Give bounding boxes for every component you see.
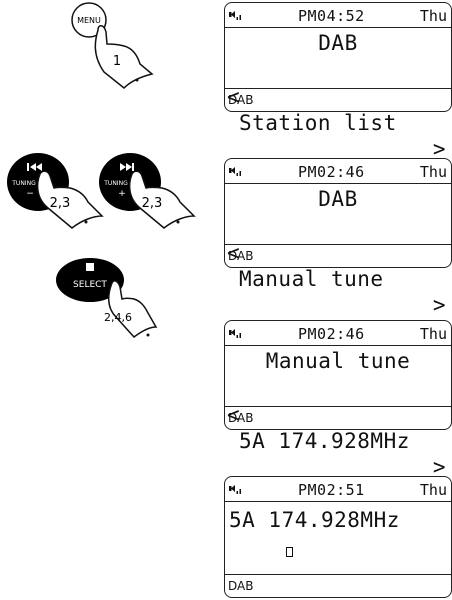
- tuning-next-step: 2,3: [142, 196, 163, 211]
- tuning-prev-label: TUNING: [11, 180, 36, 187]
- menu-button-illustration: MENU 1: [62, 0, 162, 95]
- screen-footer: DAB: [225, 406, 451, 429]
- screen-heading: DAB: [225, 186, 451, 212]
- pointing-hand-icon: [95, 26, 152, 88]
- select-step: 2,4,6: [104, 311, 132, 324]
- tuned-frequency-text: 5A 174.928MHz: [229, 507, 451, 533]
- select-button-label: SELECT: [73, 280, 107, 290]
- signal-strength-icon: [229, 9, 243, 21]
- clock-time: PM02:46: [298, 323, 365, 345]
- tuning-next-button-illustration: TUNING + 2,3: [92, 150, 202, 235]
- status-bar: PM02:46 Thu: [225, 161, 451, 184]
- svg-text:−: −: [26, 189, 34, 199]
- lcd-screen-tuned-frequency: PM02:51 Thu 5A 174.928MHz DAB: [224, 476, 452, 598]
- clock-time: PM02:46: [298, 161, 365, 183]
- signal-strength-icon: [229, 483, 243, 495]
- clock-time: PM02:51: [298, 479, 365, 501]
- select-button-illustration: SELECT 2,4,6: [50, 255, 170, 350]
- menu-button-label: MENU: [77, 16, 101, 25]
- screen-footer: DAB: [225, 244, 451, 267]
- lcd-screen-frequency-select: PM02:46 Thu Manual tune < 5A 174.928MHz …: [224, 320, 452, 430]
- day-label: Thu: [420, 161, 447, 183]
- menu-option-text: Manual tune: [239, 266, 384, 292]
- right-arrow: >: [433, 292, 446, 318]
- day-label: Thu: [420, 323, 447, 345]
- svg-text:+: +: [118, 189, 126, 199]
- pointing-hand-icon: [109, 281, 156, 337]
- screen-footer: DAB: [225, 574, 451, 597]
- menu-option-text: Station list: [239, 110, 397, 136]
- signal-level-cursor: [286, 547, 293, 557]
- signal-strength-icon: [229, 327, 243, 339]
- tuning-prev-step: 2,3: [50, 196, 71, 211]
- frequency-text: 5A 174.928MHz: [239, 428, 410, 454]
- tuning-next-label: TUNING: [103, 180, 128, 187]
- screen-heading: Manual tune: [225, 348, 451, 374]
- day-label: Thu: [420, 479, 447, 501]
- status-bar: PM02:46 Thu: [225, 323, 451, 346]
- status-bar: PM04:52 Thu: [225, 5, 451, 28]
- screen-footer: DAB: [225, 88, 451, 111]
- status-bar: PM02:51 Thu: [225, 479, 451, 502]
- menu-step-number: 1: [113, 54, 121, 69]
- lcd-screen-manual-tune-option: PM02:46 Thu DAB < Manual tune > DAB: [224, 158, 452, 268]
- square-icon: [86, 263, 94, 271]
- lcd-screen-station-list: PM04:52 Thu DAB < Station list > DAB: [224, 2, 452, 112]
- screen-heading: DAB: [225, 30, 451, 56]
- day-label: Thu: [420, 5, 447, 27]
- clock-time: PM04:52: [298, 5, 365, 27]
- signal-strength-icon: [229, 165, 243, 177]
